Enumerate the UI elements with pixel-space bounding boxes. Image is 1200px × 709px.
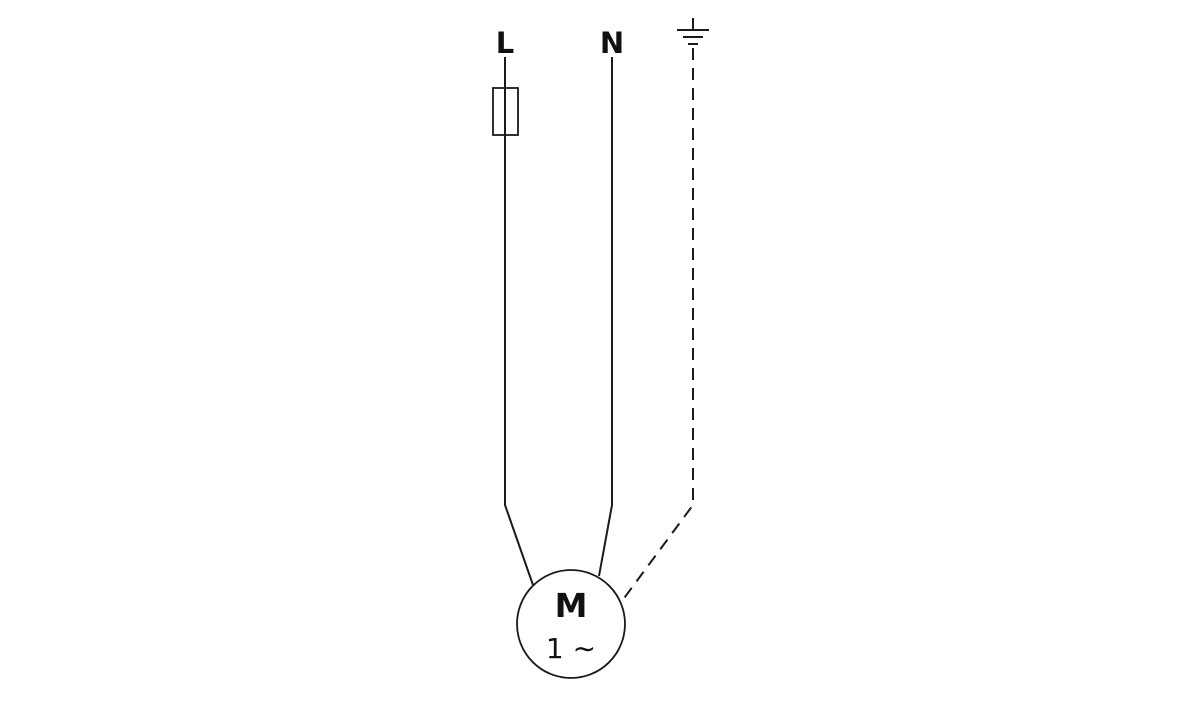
line-label: L [496, 26, 514, 60]
motor-label: M [555, 586, 588, 625]
neutral-label: N [600, 26, 624, 60]
neutral-wire [598, 57, 613, 577]
earth-wire [621, 48, 694, 602]
fuse-icon [492, 87, 519, 136]
line-wire [504, 57, 534, 586]
earth-icon [677, 18, 709, 45]
motor-symbol [516, 569, 626, 679]
phase-label: 1 ∼ [546, 632, 596, 665]
